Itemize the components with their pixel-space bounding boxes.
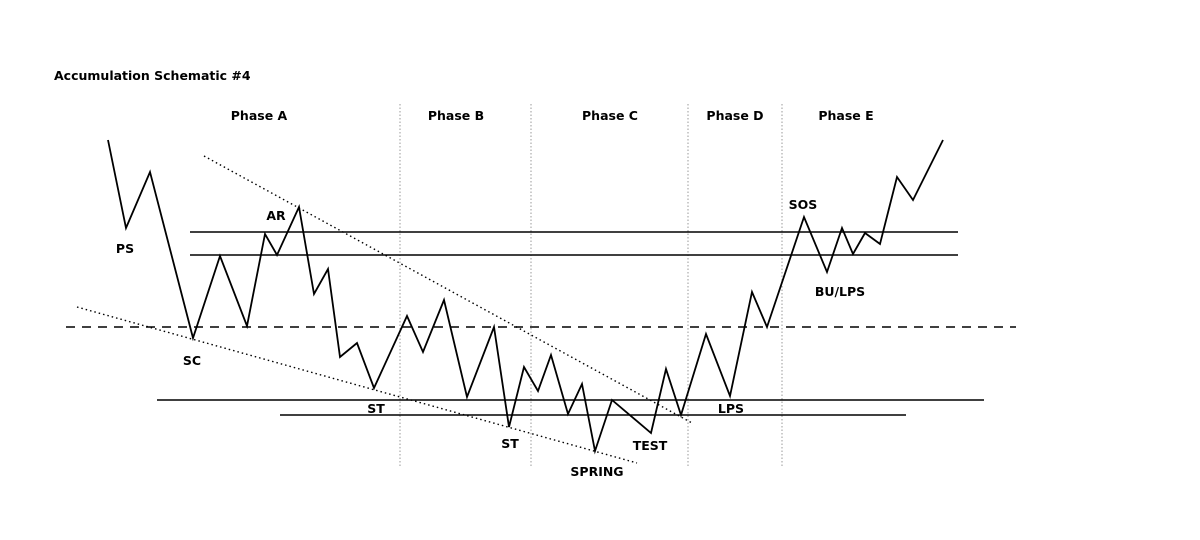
event-label-lps: LPS: [718, 401, 744, 416]
event-label-sc: SC: [183, 353, 201, 368]
event-label-test: TEST: [633, 438, 668, 453]
price-path: [107, 139, 944, 455]
event-label-st-2: ST: [501, 436, 519, 451]
downtrend-line-lower: [76, 306, 638, 464]
phase-label-b: Phase B: [428, 108, 484, 123]
event-label-bu-lps: BU/LPS: [815, 284, 865, 299]
phase-label-e: Phase E: [818, 108, 873, 123]
phase-label-a: Phase A: [231, 108, 288, 123]
event-label-ar: AR: [266, 208, 286, 223]
downtrend-line-upper: [203, 155, 693, 424]
event-label-ps: PS: [116, 241, 134, 256]
diagram-title: Accumulation Schematic #4: [54, 68, 251, 83]
event-label-spring: SPRING: [570, 464, 623, 479]
phase-label-c: Phase C: [582, 108, 638, 123]
event-label-st-1: ST: [367, 401, 385, 416]
phase-label-d: Phase D: [706, 108, 763, 123]
event-label-sos: SOS: [789, 197, 818, 212]
